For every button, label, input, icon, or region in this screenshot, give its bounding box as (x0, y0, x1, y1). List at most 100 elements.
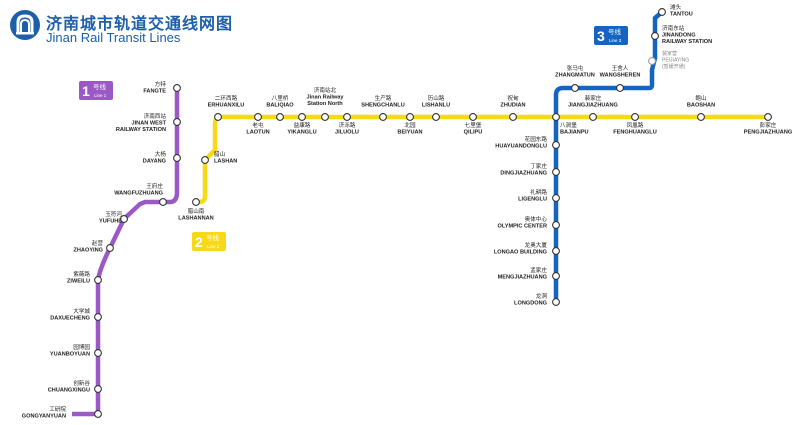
station-dot[interactable] (120, 215, 128, 223)
station-dot[interactable] (552, 113, 560, 121)
station-dot[interactable] (254, 113, 262, 121)
station-dot[interactable] (651, 32, 659, 40)
station-dot[interactable] (469, 113, 477, 121)
station-dot[interactable] (571, 84, 579, 92)
station-dot[interactable] (94, 349, 102, 357)
station-dot[interactable] (321, 113, 329, 121)
station-dot[interactable] (94, 410, 102, 418)
station-dot[interactable] (406, 113, 414, 121)
station-label-cn: 祝甸 (507, 94, 519, 102)
station-dot[interactable] (552, 141, 560, 149)
station-dot[interactable] (94, 276, 102, 284)
station-dot[interactable] (192, 198, 200, 206)
station-label-en: HUAYUANDONGLU (495, 143, 547, 149)
station-dot[interactable] (343, 113, 351, 121)
station-dot[interactable] (159, 198, 167, 206)
station-label-en: YIKANGLU (287, 129, 316, 135)
station-dot[interactable] (173, 84, 181, 92)
station-dot[interactable] (552, 298, 560, 306)
station-label-en: PEIJIAYING (662, 57, 689, 63)
station-dot[interactable] (697, 113, 705, 121)
station-dot[interactable] (106, 244, 114, 252)
station-label-cn: 生产路 (375, 94, 392, 102)
station-dot[interactable] (214, 113, 222, 121)
station-dot[interactable] (552, 194, 560, 202)
station-dot[interactable] (509, 113, 517, 121)
station-dot[interactable] (552, 221, 560, 229)
station-label-en: MENGJIAZHUANG (498, 274, 547, 280)
station-dot[interactable] (201, 156, 209, 164)
station-dot[interactable] (94, 313, 102, 321)
station-dot[interactable] (552, 247, 560, 255)
station-dot[interactable] (616, 84, 624, 92)
station-dot[interactable] (173, 154, 181, 162)
station-label-en: LASHAN (214, 158, 237, 164)
station-label-en: BEIYUAN (397, 129, 422, 135)
station-label-cn: 鲍山 (695, 94, 706, 102)
station-dot[interactable] (298, 113, 306, 121)
station-dot[interactable] (173, 118, 181, 126)
station-dot[interactable] (589, 113, 597, 121)
station-dot[interactable] (94, 385, 102, 393)
station-dot[interactable] (552, 272, 560, 280)
line3-badge: 3 号线 Line 3 (594, 26, 628, 45)
station-label-en2: Station North (307, 101, 343, 107)
jinan-metro-logo-icon (10, 10, 40, 40)
station-dot[interactable] (552, 168, 560, 176)
station-dot[interactable] (658, 8, 666, 16)
line1-badge-label-en: Line 1 (94, 93, 107, 98)
station-label-en: ZHAOYING (73, 247, 103, 253)
station-dot[interactable] (631, 113, 639, 121)
station-label-en: ZHANGMATUN (555, 72, 595, 78)
station-label-en: YUFUHE (99, 218, 122, 224)
station-dot[interactable] (379, 113, 387, 121)
station-label-en: DINGJIAZHUANG (500, 170, 547, 176)
station-dot[interactable] (648, 57, 656, 65)
station-dot[interactable] (764, 113, 772, 121)
station-dot[interactable] (276, 113, 284, 121)
station-label-en: PENGJIAZHUANG (744, 129, 792, 135)
station-dot[interactable] (432, 113, 440, 121)
